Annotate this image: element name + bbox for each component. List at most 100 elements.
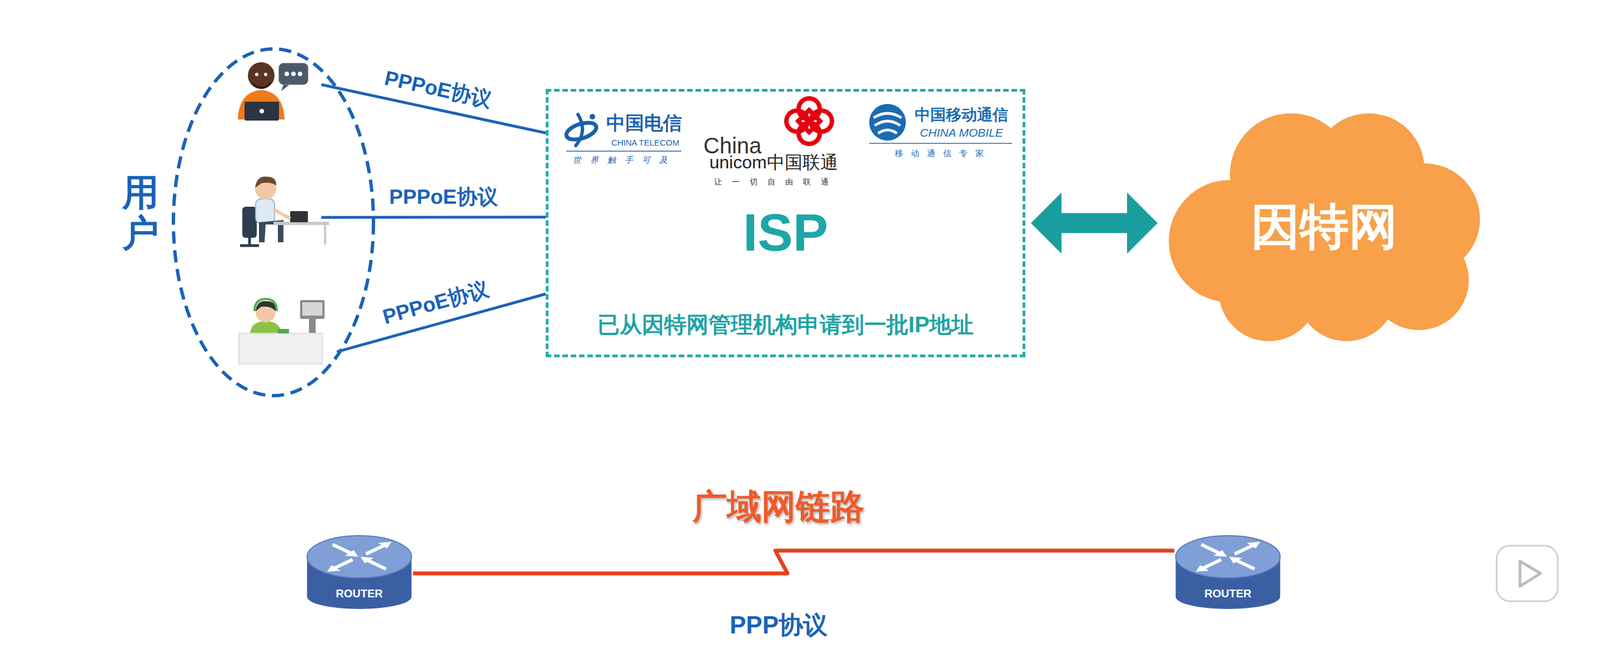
router-symbol: ROUTER	[305, 533, 413, 612]
user-group-ellipse-outline	[171, 46, 376, 398]
router-shape-part	[1195, 565, 1210, 572]
unicom-logo-part	[798, 110, 821, 133]
router-shape-part	[307, 535, 412, 578]
router-shape-part	[345, 550, 359, 557]
logo-text: CHINA TELECOM	[611, 137, 680, 148]
user-icon-part	[238, 333, 323, 365]
router-shape-part	[366, 544, 387, 555]
router-shape-part	[332, 559, 353, 570]
user-group-ellipse: 用户	[171, 46, 376, 398]
user-icon	[238, 298, 325, 365]
router-shape-part	[360, 556, 375, 564]
router-shape-part	[366, 559, 387, 570]
cloud-shape-part	[1168, 180, 1292, 303]
telecom-logo-part	[589, 113, 596, 120]
router-label: ROUTER	[1174, 587, 1282, 601]
mobile-logo-part	[874, 121, 901, 126]
user-icon-part	[300, 300, 325, 319]
router-shape-part	[1175, 556, 1281, 610]
mobile-logo-part	[878, 130, 897, 134]
cloud-shape-part	[1240, 146, 1408, 314]
watermark-icon-part	[1496, 545, 1558, 602]
router-label: ROUTER	[305, 587, 413, 601]
router-shape-part	[1234, 544, 1255, 555]
cloud-shape-part	[1368, 230, 1469, 331]
isp-box: ISP已从因特网管理机构申请到一批IP地址	[545, 88, 1026, 358]
group-outline	[173, 48, 374, 396]
edge-label: PPPoE协议	[389, 185, 498, 210]
logo-text: unicom中国联通	[709, 152, 838, 173]
internet-cloud: 因特网	[1163, 102, 1485, 342]
router-shape-part	[1247, 541, 1261, 549]
router-shape-part	[327, 565, 341, 572]
user-icon-part	[250, 321, 282, 334]
user-icon-part	[244, 101, 279, 121]
user-icon-part	[308, 318, 316, 334]
router-shape-part	[307, 556, 412, 610]
router-shape-part	[1175, 535, 1281, 578]
logo-text: 中国移动通信	[914, 106, 1009, 124]
router-symbol: ROUTER	[1174, 533, 1282, 612]
watermark-icon-part	[1519, 561, 1541, 587]
user-icon	[240, 176, 330, 246]
pppoe-link	[321, 215, 546, 219]
logo-text: CHINA MOBILE	[919, 126, 1004, 140]
user-icon-part	[281, 84, 289, 92]
group-label: 用户	[122, 172, 159, 253]
user-icon-part	[255, 301, 276, 312]
internet-cloud-outline	[1163, 102, 1485, 342]
user-icon-part	[284, 71, 289, 77]
user-icon-part	[263, 72, 268, 77]
user-icon-part	[242, 206, 257, 238]
router-shape-part	[1229, 556, 1243, 564]
user-icon-part	[251, 81, 272, 89]
cloud-shape-part	[1218, 241, 1319, 342]
user-icon-part	[240, 244, 259, 248]
user-icon-part	[290, 211, 308, 223]
pppoe-link	[336, 293, 546, 352]
cloud-shape	[1168, 113, 1480, 342]
logo-text: 中国电信	[606, 112, 682, 134]
pppoe-link	[321, 84, 546, 133]
logo-slogan: 移动通信专家	[894, 148, 992, 158]
cloud-shape-part	[1368, 163, 1480, 275]
telecom-logo-part	[566, 150, 682, 152]
double-arrow	[1030, 192, 1158, 254]
user-icon-part	[255, 72, 259, 77]
router-shape	[307, 535, 412, 610]
cloud-label: 因特网	[1163, 198, 1485, 255]
logo-text: China	[703, 132, 762, 159]
router-shape-part	[332, 544, 353, 555]
router-shape-part	[1201, 544, 1222, 555]
logo-slogan: 让一切自由联通	[714, 177, 839, 187]
cloud-shape-part	[1313, 113, 1425, 225]
user-icon-part	[248, 237, 252, 245]
router-shape-part	[378, 541, 392, 549]
router-symbol-outline	[1174, 533, 1282, 612]
user-icon-part	[247, 62, 275, 89]
edge-label: PPPoE协议	[380, 277, 492, 330]
unicom-logo	[786, 98, 832, 144]
edge-label: PPPoE协议	[382, 66, 494, 113]
cloud-shape-part	[1229, 113, 1353, 236]
router-shape-part	[1213, 550, 1228, 557]
router-shape-part	[1234, 559, 1255, 570]
watermark-icon	[1496, 545, 1558, 602]
user-icon	[237, 62, 309, 121]
user-icon-part	[277, 62, 309, 86]
router-symbol-outline	[305, 533, 413, 612]
user-icon-part	[291, 71, 296, 77]
router-shape-part	[1201, 559, 1222, 570]
telecom-logo	[564, 113, 682, 152]
logo-slogan: 世界触手可及	[572, 155, 677, 165]
mobile-logo-part	[869, 103, 906, 141]
protocol-label: PPP协议	[729, 611, 828, 640]
mobile-logo-part	[869, 142, 1013, 144]
router-shape	[1175, 535, 1281, 610]
isp-title: ISP	[548, 202, 1023, 263]
user-icon-part	[254, 298, 277, 312]
user-icon-part	[255, 176, 277, 188]
